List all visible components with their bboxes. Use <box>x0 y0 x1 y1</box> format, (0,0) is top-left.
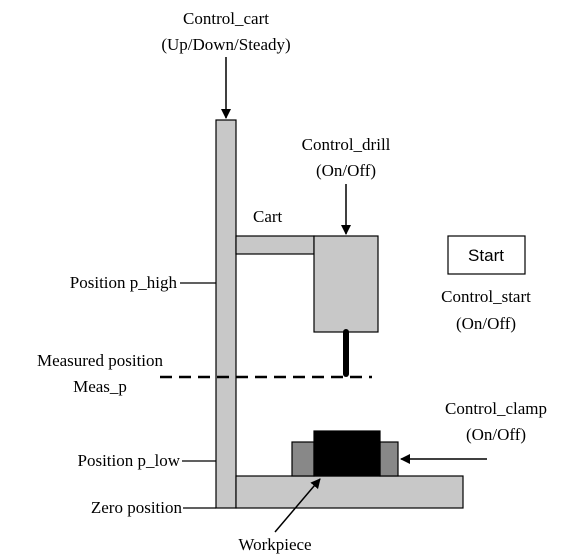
position-high-label: Position p_high <box>70 273 178 292</box>
control-clamp-title: Control_clamp <box>445 399 547 418</box>
control-cart-states: (Up/Down/Steady) <box>161 35 290 54</box>
start-button[interactable] <box>447 235 526 275</box>
workpiece <box>313 430 381 477</box>
control-clamp-states: (On/Off) <box>466 425 526 444</box>
measured-position-label: Measured position <box>37 351 164 370</box>
workpiece-label: Workpiece <box>238 535 311 554</box>
cart-arm <box>235 235 315 255</box>
clamp-right <box>379 441 399 477</box>
position-low-label: Position p_low <box>78 451 181 470</box>
workpiece-arrow <box>274 478 321 533</box>
control-start-title: Control_start <box>441 287 531 306</box>
meas-p-label: Meas_p <box>73 377 127 396</box>
base-plate <box>235 475 464 509</box>
clamp-left <box>291 441 315 477</box>
control-drill-title: Control_drill <box>302 135 391 154</box>
control-drill-states: (On/Off) <box>316 161 376 180</box>
drill-head <box>313 235 379 333</box>
control-cart-title: Control_cart <box>183 9 269 28</box>
control-start-states: (On/Off) <box>456 314 516 333</box>
cart-label: Cart <box>253 207 283 226</box>
zero-position-label: Zero position <box>91 498 183 517</box>
vertical-column <box>215 119 237 509</box>
start-button-label: Start <box>468 246 504 265</box>
